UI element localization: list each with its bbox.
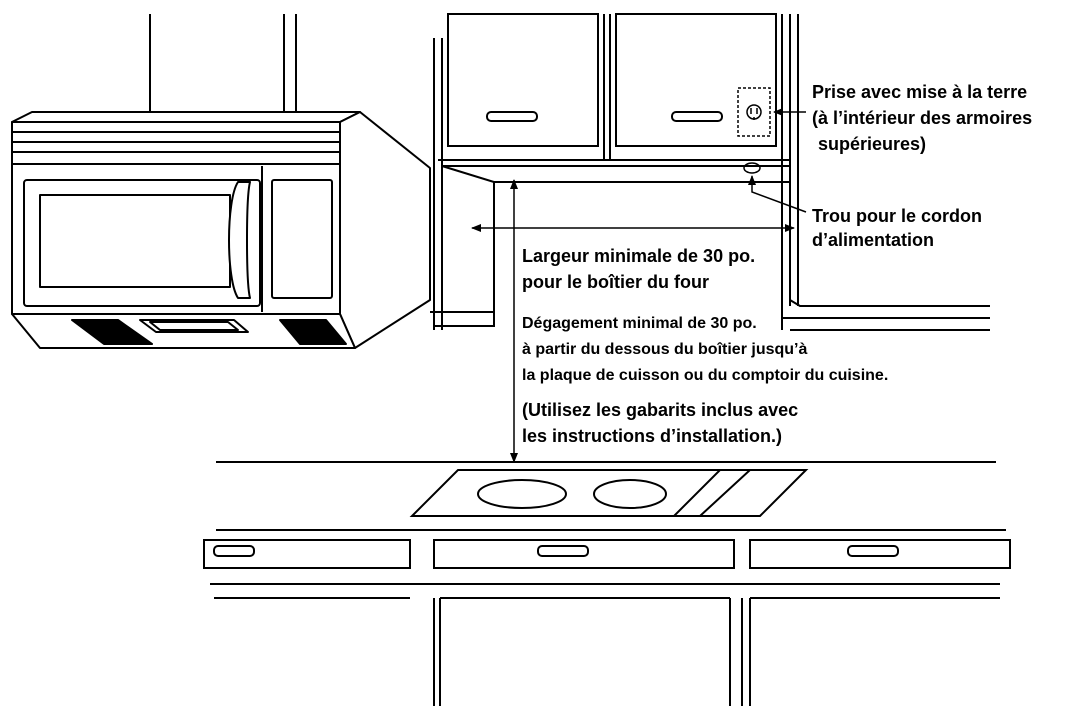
- upper-cabinets: [430, 13, 990, 331]
- clearance-label-line1: Dégagement minimal de 30 po.: [522, 315, 757, 332]
- templates-label-line1: (Utilisez les gabarits inclus avec: [522, 400, 798, 420]
- clearance-label-line3: la plaque de cuisson ou du comptoir du c…: [522, 367, 888, 384]
- outlet-label-line3: supérieures): [818, 134, 926, 154]
- microwave-oven: [11, 111, 431, 349]
- clearance-label-line2: à partir du dessous du boîtier jusqu’à: [522, 341, 807, 358]
- countertop: [216, 461, 1006, 531]
- cord-hole-label-line1: Trou pour le cordon: [812, 206, 982, 226]
- templates-label-line2: les instructions d’installation.): [522, 426, 782, 446]
- lower-cabinets: [203, 539, 1011, 706]
- width-label-line1: Largeur minimale de 30 po.: [522, 246, 755, 266]
- cord-hole-icon: [743, 162, 807, 213]
- grounded-outlet-icon: [737, 87, 806, 137]
- cord-hole-label-line2: d’alimentation: [812, 230, 934, 250]
- microwave-supports: [149, 14, 297, 112]
- outlet-label-line1: Prise avec mise à la terre: [812, 82, 1027, 102]
- outlet-label-line2: (à l’intérieur des armoires: [812, 108, 1032, 128]
- width-label-line2: pour le boîtier du four: [522, 272, 709, 292]
